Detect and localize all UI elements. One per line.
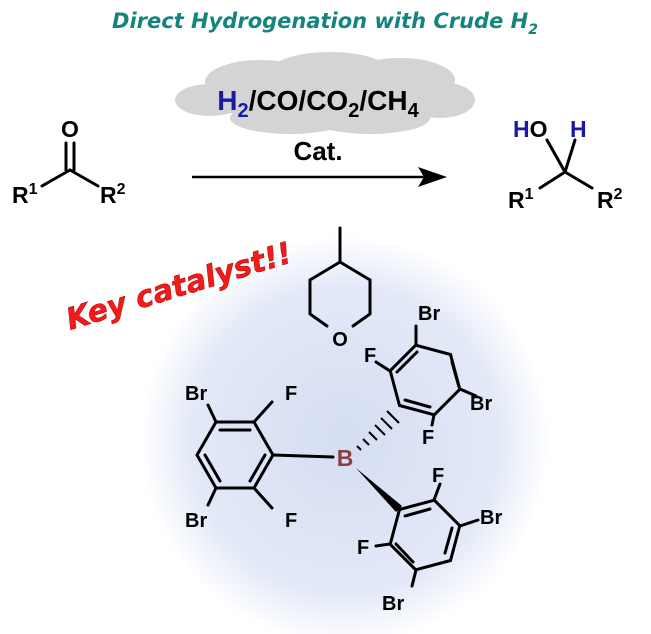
boron-atom: B (337, 445, 354, 471)
aryl-ring-left: F F Br Br (185, 383, 335, 532)
gas-mixture-label: H2/CO/CO2/CH4 (217, 85, 419, 122)
gas-cloud (175, 52, 475, 134)
r1-group: R1 (12, 181, 38, 208)
page-title: Direct Hydrogenation with Crude H2 (112, 9, 538, 38)
fluorine-atom: F (422, 427, 434, 449)
fluorine-atom: F (285, 383, 297, 405)
r2-group: R2 (597, 186, 623, 213)
ketone-reactant: O R1 R2 (12, 116, 126, 208)
aryl-ring-upper: F F Br Br (356, 303, 492, 451)
fluorine-atom: F (432, 465, 444, 487)
alcohol-product: HO H R1 R2 (508, 116, 623, 213)
catalyst-label: Cat. (293, 136, 342, 166)
fluorine-atom: F (364, 345, 376, 367)
hydroxyl-group: HO (513, 116, 548, 142)
bromine-atom: Br (470, 393, 492, 415)
reaction-arrow (192, 167, 447, 187)
catalyst-halo (140, 235, 550, 634)
bromine-atom: Br (185, 383, 207, 405)
fluorine-atom: F (357, 537, 369, 559)
tetrahydropyran: O (308, 226, 372, 351)
fluorine-atom: F (285, 510, 297, 532)
aryl-ring-lower: F F Br Br (356, 465, 502, 615)
r2-group: R2 (100, 181, 126, 208)
oxygen-atom: O (61, 116, 79, 142)
pyran-oxygen: O (332, 329, 348, 351)
r1-group: R1 (508, 186, 534, 213)
bromine-atom: Br (480, 507, 502, 529)
bromine-atom: Br (418, 303, 440, 325)
bromine-atom: Br (382, 593, 404, 615)
added-hydrogen: H (570, 116, 587, 142)
bromine-atom: Br (185, 510, 207, 532)
